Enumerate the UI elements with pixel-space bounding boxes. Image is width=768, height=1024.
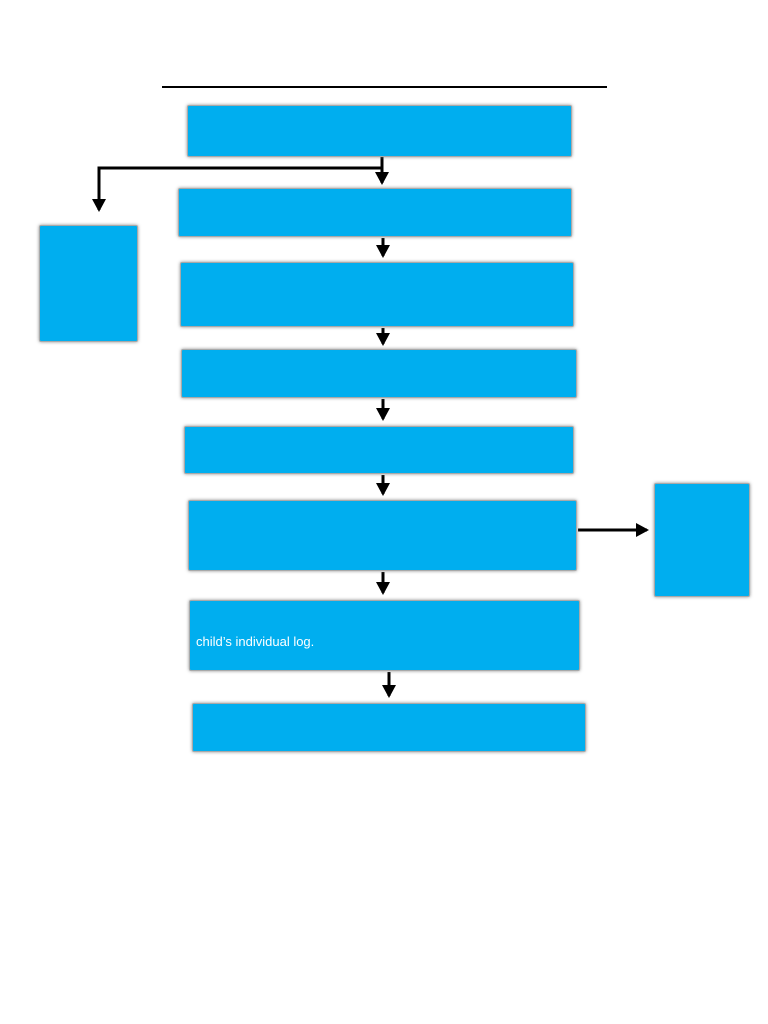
flow-node-step-7: child’s individual log.	[189, 600, 580, 671]
flow-node-step-1	[187, 105, 572, 157]
flow-node-side-left	[39, 225, 138, 342]
flow-node-side-right	[654, 483, 750, 597]
flow-node-step-3	[180, 262, 574, 327]
flow-node-step-6	[188, 500, 577, 571]
flow-node-step-5	[184, 426, 574, 474]
flow-node-step-8	[192, 703, 586, 752]
flow-node-step-2	[178, 188, 572, 237]
flow-node-step-4	[181, 349, 577, 398]
title-underline-rule	[162, 86, 607, 88]
flow-node-label: child’s individual log.	[196, 634, 315, 649]
